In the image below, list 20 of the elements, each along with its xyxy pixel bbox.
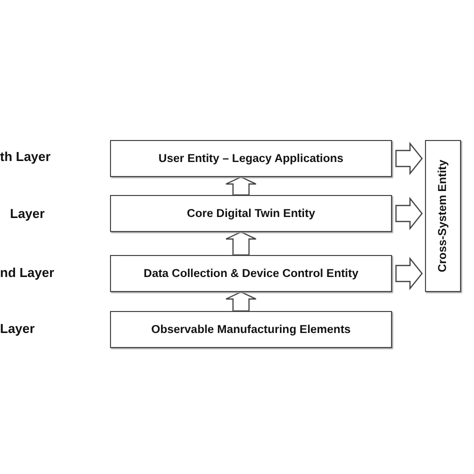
box-label: Data Collection & Device Control Entity [144, 268, 358, 280]
block-arrow [395, 196, 423, 230]
block-arrow [395, 256, 423, 290]
layer-label: nd Layer [0, 265, 54, 280]
layer-label: Layer [0, 321, 35, 336]
layer-box [110, 195, 392, 232]
block-arrow [395, 142, 423, 176]
layer-box [110, 140, 392, 177]
box-label: User Entity – Legacy Applications [158, 152, 344, 164]
vertical-entity-box [425, 140, 461, 292]
box-label: Core Digital Twin Entity [186, 208, 316, 220]
box-label: Cross-System Entity [437, 160, 449, 272]
layer-label: Layer [10, 206, 45, 221]
block-arrow [225, 231, 257, 256]
layer-label: th Layer [0, 149, 51, 164]
block-arrow [225, 291, 257, 312]
layer-box [110, 255, 392, 292]
block-arrow [225, 176, 257, 196]
box-label: Observable Manufacturing Elements [151, 324, 351, 336]
layer-box [110, 311, 392, 348]
